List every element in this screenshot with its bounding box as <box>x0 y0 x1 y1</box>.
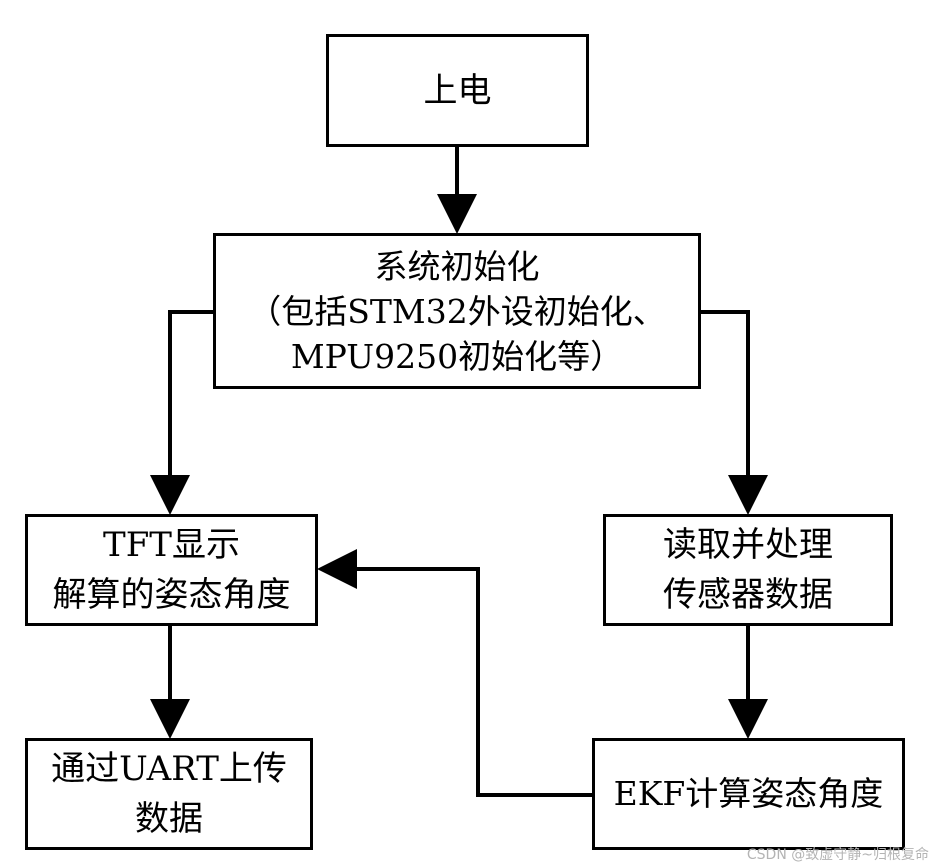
node-power-on-line-1: 上电 <box>423 70 492 111</box>
node-uart-upload-line-2: 数据 <box>135 799 203 839</box>
node-uart-upload: 通过UART上传 数据 <box>25 738 313 850</box>
node-ekf-compute: EKF计算姿态角度 <box>592 738 905 850</box>
node-tft-display-line-2: 解算的姿态角度 <box>52 575 291 615</box>
node-read-sensor-line-2: 传感器数据 <box>663 575 833 615</box>
edge-system-init-to-tft-display <box>150 310 213 515</box>
watermark-text: CSDN @致虚守静~归根复命 <box>746 847 929 863</box>
node-power-on: 上电 <box>326 34 589 147</box>
node-system-init-line-1: 系统初始化 <box>374 246 540 286</box>
node-read-sensor: 读取并处理 传感器数据 <box>603 514 893 626</box>
node-read-sensor-line-1: 读取并处理 <box>663 525 833 565</box>
node-ekf-compute-line-1: EKF计算姿态角度 <box>613 774 884 813</box>
node-tft-display-line-1: TFT显示 <box>103 525 240 565</box>
node-system-init-line-2: （包括STM32外设初始化、 <box>248 291 666 331</box>
node-uart-upload-line-1: 通过UART上传 <box>51 749 287 789</box>
edge-system-init-to-read-sensor <box>701 310 768 515</box>
node-tft-display: TFT显示 解算的姿态角度 <box>25 514 318 626</box>
node-system-init-line-3: MPU9250初始化等） <box>290 336 624 376</box>
node-system-init: 系统初始化 （包括STM32外设初始化、 MPU9250初始化等） <box>213 233 701 389</box>
edge-ekf-compute-to-tft-display <box>317 549 592 797</box>
